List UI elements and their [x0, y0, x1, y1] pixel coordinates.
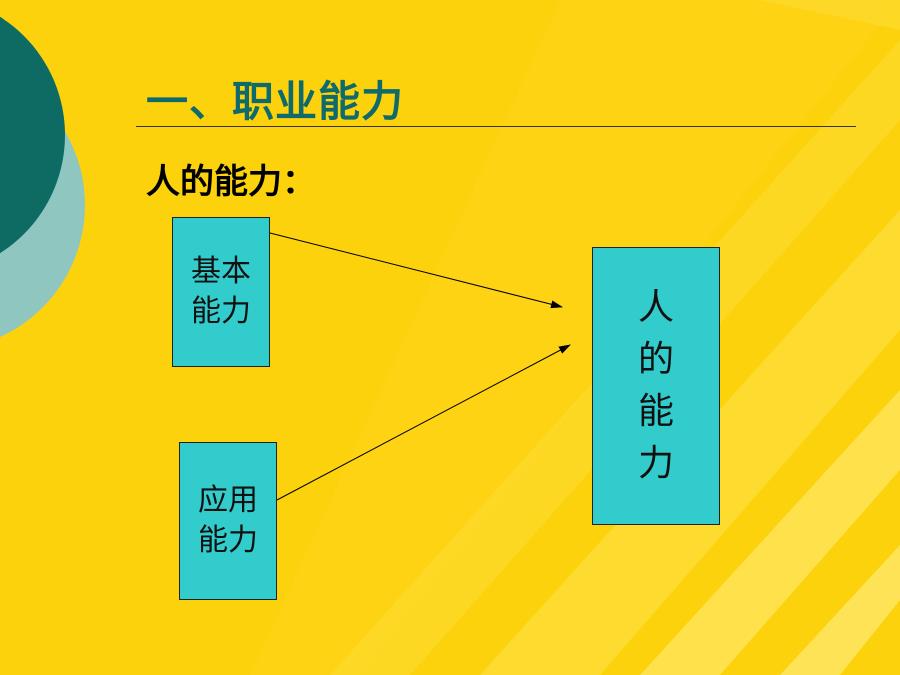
applied-ability-label: 应用能力: [198, 483, 258, 558]
slide-subtitle: 人的能力：: [146, 162, 316, 202]
basic-ability-box: 基本能力: [172, 217, 270, 367]
title-divider: [136, 126, 856, 127]
applied-ability-box: 应用能力: [179, 442, 277, 600]
human-ability-label: 人的能力: [637, 287, 674, 484]
basic-ability-label: 基本能力: [191, 254, 251, 329]
human-ability-box: 人的能力: [592, 247, 720, 525]
slide-title: 一、职业能力: [146, 77, 405, 126]
